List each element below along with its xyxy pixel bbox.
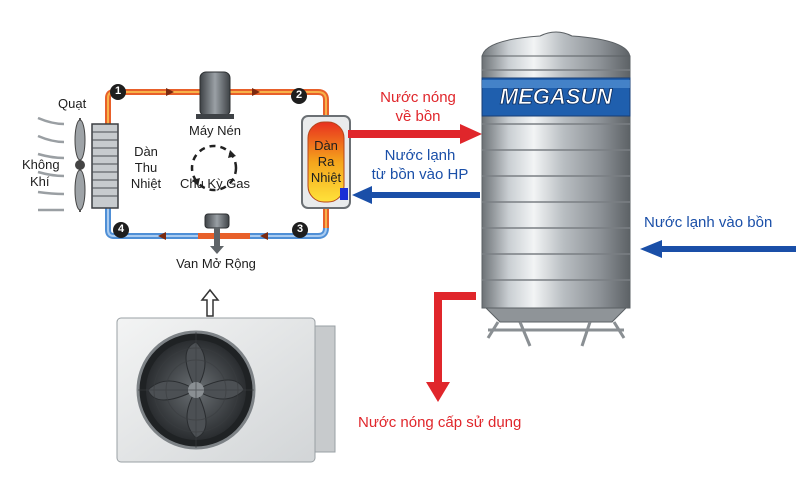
point-3: 3 — [296, 223, 304, 235]
water-tank: MEGASUN — [481, 31, 631, 347]
air-inflow-arrows — [37, 116, 65, 212]
pipe-flow-arrows — [158, 88, 330, 240]
evaporator-coil — [91, 123, 119, 209]
cold-water-in-arrow — [640, 240, 796, 258]
point-2: 2 — [295, 89, 303, 101]
cycle-point-markers — [110, 84, 308, 238]
valve-label: Van Mở Rộng — [176, 256, 256, 271]
fan-label: Quạt — [58, 96, 87, 111]
cold-to-hp-label-line1: Nước lạnh — [384, 147, 456, 164]
expansion-valve-icon — [204, 213, 230, 254]
cold-water-to-hp-arrow — [340, 186, 480, 204]
point-1: 1 — [114, 85, 122, 97]
condenser-label-line1: Dàn — [314, 138, 338, 153]
cold-in-label: Nước lạnh vào bồn — [644, 214, 773, 231]
gas-cycle-arrowheads — [192, 150, 236, 186]
evaporator-label-line3: Nhiệt — [130, 176, 162, 191]
condenser-label-line3: Nhiệt — [310, 170, 342, 185]
air-label-line1: Không — [22, 157, 60, 172]
condenser-tank-icon — [301, 115, 351, 209]
evaporator-label-line2: Thu — [134, 160, 158, 175]
outdoor-unit — [116, 317, 336, 463]
condenser-label-line2: Ra — [317, 154, 335, 169]
gas-cycle-icon — [190, 144, 238, 192]
hot-water-to-tank-arrow — [348, 124, 482, 144]
gas-cycle-label: Chu Kỳ Gas — [179, 176, 251, 191]
evaporator-label-line1: Dàn — [134, 144, 158, 159]
hot-to-tank-label-line1: Nước nóng — [380, 89, 456, 106]
tank-brand-label: MEGASUN — [500, 84, 614, 109]
compressor-icon — [196, 71, 234, 119]
hot-out-label: Nước nóng cấp sử dụng — [358, 414, 522, 431]
cold-refrigerant-pipe — [105, 204, 329, 239]
hot-water-out-arrow — [426, 292, 476, 402]
cold-to-hp-label-line2: từ bồn vào HP — [371, 166, 469, 183]
up-arrow-icon — [200, 288, 220, 317]
compressor-label: Máy Nén — [188, 123, 242, 138]
fan-icon — [74, 118, 86, 212]
air-label-line2: Khí — [30, 174, 50, 189]
point-4: 4 — [117, 223, 125, 235]
hot-to-tank-label-line2: về bồn — [395, 108, 441, 125]
